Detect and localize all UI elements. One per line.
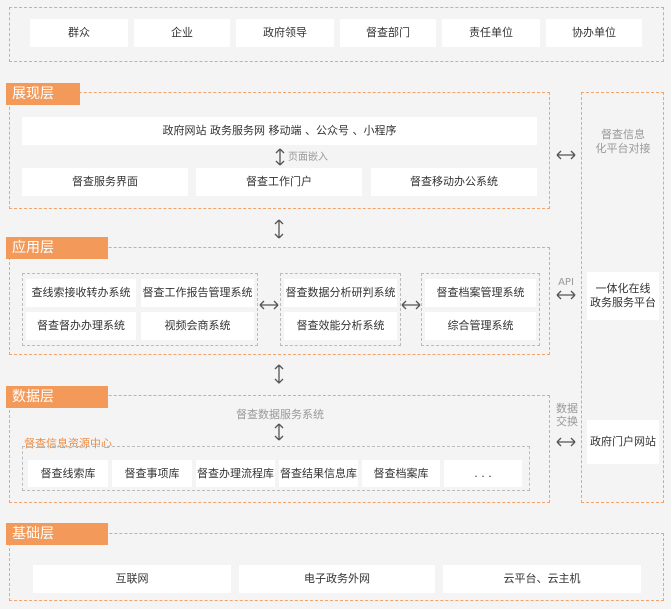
integrated-service-platform: 一体化在线 政务服务平台 [587,272,659,320]
app-system-box: 督查效能分析系统 [284,312,397,340]
data-service-label: 督查数据服务系统 [236,408,324,421]
mobile-office-box: 督查移动办公系统 [371,168,537,196]
foundation-layer-panel [9,533,664,601]
database-box: 督查档案库 [362,460,440,487]
user-box: 政府领导 [236,19,334,47]
platform-docking-label: 督查信息 化平台对接 [595,128,651,155]
app-system-box: 督查档案管理系统 [425,279,536,307]
data-layer-tag: 数据层 [6,386,108,408]
user-box: 企业 [134,19,230,47]
double-arrow-v-icon [274,219,284,239]
presentation-layer-panel [9,92,550,209]
application-layer-tag: 应用层 [6,237,108,259]
app-group-1 [22,273,258,346]
page-embed-label: 页面嵌入 [288,152,328,163]
app-system-box: 综合管理系统 [425,312,536,340]
double-arrow-v-icon [275,148,285,166]
infra-box: 电子政务外网 [239,565,435,593]
user-box: 督查部门 [340,19,436,47]
data-layer-panel [9,395,550,503]
users-panel [9,7,664,62]
right-integration-panel [581,92,664,503]
api-label: API [558,277,574,288]
double-arrow-h-icon [259,300,279,310]
app-system-box: 督查工作报告管理系统 [141,279,254,307]
double-arrow-h-icon [556,150,576,160]
infra-box: 互联网 [33,565,231,593]
channels-box: 政府网站 政务服务网 移动端 、公众号 、小程序 [22,117,537,145]
double-arrow-h-icon [401,300,421,310]
application-layer-panel [9,247,550,355]
user-box: 群众 [30,19,128,47]
database-box: 督查线索库 [28,460,108,487]
work-portal-box: 督查工作门户 [196,168,362,196]
app-system-box: 督查督办办理系统 [26,312,136,340]
database-box: 督查结果信息库 [279,460,358,487]
infra-box: 云平台、云主机 [443,565,641,593]
app-group-3 [421,273,540,346]
database-box-more: . . . [444,460,522,487]
database-box: 督查事项库 [112,460,192,487]
app-system-box: 视频会商系统 [141,312,254,340]
app-system-box: 督查数据分析研判系统 [284,279,397,307]
double-arrow-h-icon [556,290,576,300]
double-arrow-v-icon [274,423,284,441]
resource-center-panel [22,446,530,491]
app-group-2 [280,273,401,346]
gov-portal-website: 政府门户网站 [587,420,659,464]
service-interface-box: 督查服务界面 [22,168,188,196]
double-arrow-v-icon [274,364,284,384]
database-box: 督查办理流程库 [196,460,275,487]
foundation-layer-tag: 基础层 [6,523,108,545]
user-box: 责任单位 [442,19,540,47]
user-box: 协办单位 [546,19,642,47]
double-arrow-h-icon [556,437,576,447]
presentation-layer-tag: 展现层 [6,83,80,105]
data-exchange-label: 数据 交换 [556,402,578,428]
app-system-box: 查线索接收转办系统 [26,279,136,307]
